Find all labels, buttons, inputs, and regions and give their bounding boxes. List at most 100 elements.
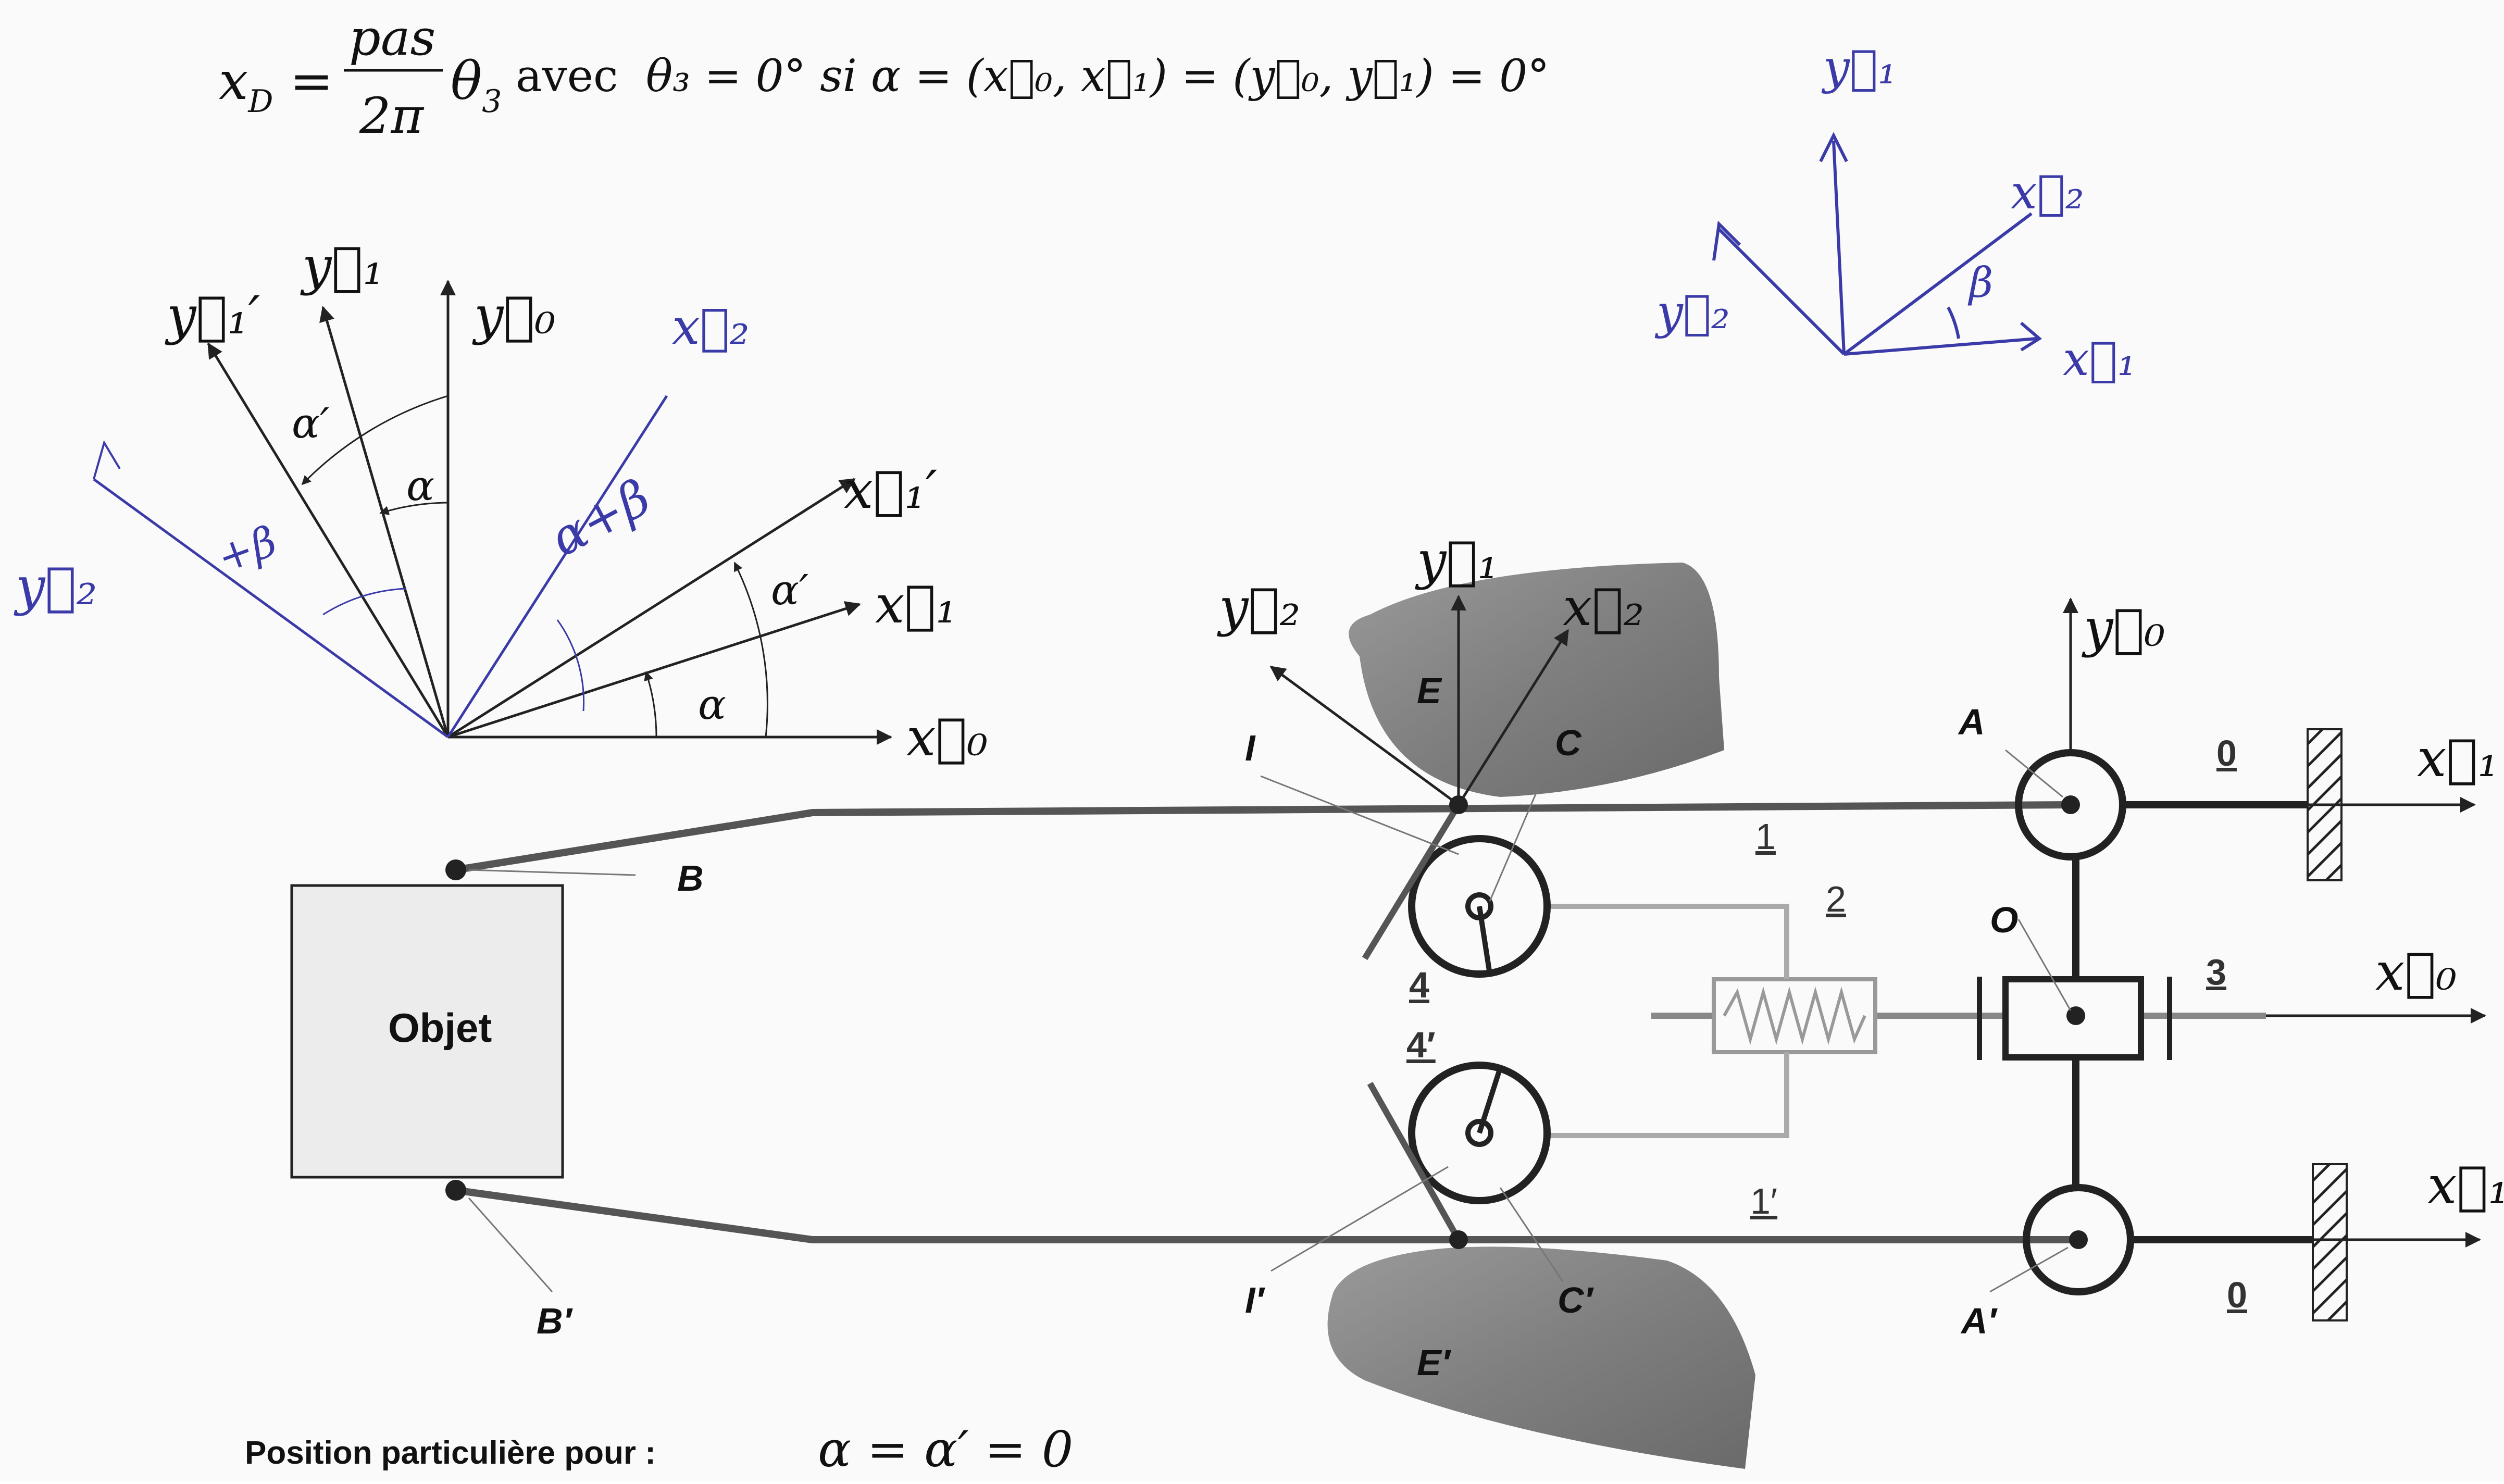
spring-coil [1723,986,1866,1045]
pivot-Bp [445,1180,466,1201]
footer-condition: α = α′ = 0 [818,1421,1073,1478]
leader-O [2017,919,2072,1011]
part-4p: 4′ [1406,1025,1436,1065]
hw-label-x2: x⃗₂ [672,298,750,356]
hw-label-ab: α+β [541,469,659,568]
label-x1: x⃗₁ [875,574,957,635]
sketch-axis-y1 [1832,140,1846,355]
sketch-label-x1: x⃗₁ [2063,332,2136,386]
part-0-top: 0 [2216,733,2237,774]
roller-4p-hub [1465,1119,1493,1147]
sketch-arc-beta [1947,306,1960,339]
part-1p: 1′ [1750,1181,1777,1221]
leader-A [2005,749,2063,798]
label-alpha-y: α [406,462,434,510]
spring-link-bottom [1511,1052,1789,1138]
mech-label-x1p-right: x⃗₁′ [2427,1155,2504,1216]
label-x1p: x⃗₁′ [844,459,937,520]
part-4: 4 [1409,965,1429,1005]
axis-x2-mech [1457,629,1569,806]
hw-arc-beta [322,588,407,616]
sketch-axis-y2 [1717,228,1846,356]
leader-Ip [1270,1166,1449,1272]
mech-label-Ep: E′ [1417,1342,1452,1383]
axis-x1p [447,478,856,739]
svg-text:θ3: θ3 [451,51,502,120]
formula-condition: θ₃ = 0° si α = (x⃗₀, x⃗₁) = (y⃗₀, y⃗₁) =… [646,51,1550,102]
sketch-label-beta: β [1967,258,1993,307]
top-frame-diagram: y⃗₁′ y⃗₁ y⃗₀ x⃗₁′ x⃗₁ x⃗₀ α α′ α α′ y⃗₂ … [14,235,988,768]
footer-label: Position particulière pour : [245,1435,656,1471]
hw-axis-y2 [93,478,449,739]
mechanism: Objet [290,530,2504,1469]
objet-box [290,884,564,1179]
finger-bottom [1327,1246,1755,1469]
axis-x1 [447,601,861,739]
arc-alpha-y [379,502,449,515]
roller-4p-spoke [1477,1067,1503,1134]
label-alphap-x: α′ [771,566,808,614]
arc-alphap-y [301,395,449,485]
arm-1p [455,1187,2073,1243]
label-alpha-x: α [698,680,726,729]
mech-label-Bp: B′ [537,1301,574,1341]
part-1: 1 [1755,816,1776,857]
formula-frac-num: pas [349,9,435,67]
sketch-arrow-y2 [1712,220,1741,261]
mech-label-y2: y⃗₂ [1217,577,1301,638]
mech-label-Ap: A′ [1960,1301,1998,1341]
axis-y1 [319,306,450,738]
mech-label-y1: y⃗₁ [1415,530,1499,591]
label-y0: y⃗₀ [472,285,556,346]
part-3: 3 [2206,952,2226,992]
arc-alphap-x [733,562,768,738]
part-0-bottom: 0 [2227,1275,2247,1315]
hw-axis-x2 [446,395,668,738]
objet-label: Objet [388,1005,492,1051]
label-x0: x⃗₀ [906,707,988,768]
pivot-B [445,859,466,880]
sketch-arrow-y1 [1819,132,1848,163]
sketch-label-y1: y⃗₁ [1821,40,1897,95]
sketch-label-x2: x⃗₂ [2011,165,2084,220]
point-O [2066,1006,2085,1025]
joint-A-center [2061,795,2080,814]
part-2: 2 [1826,879,1846,919]
formula-avec: avec [516,51,618,102]
mech-label-O: O [1990,900,2018,940]
mech-label-x0-right: x⃗₀ [2375,941,2457,1002]
leader-C [1489,755,1553,902]
leader-Cp [1499,1187,1564,1282]
mech-label-C: C [1555,722,1582,763]
sketch-label-y2: y⃗₂ [1654,285,1730,340]
hw-arrow-y2 [93,440,121,480]
sketch-axis-x1 [1843,337,2037,356]
formula-lhs-sub: D [247,83,273,120]
mech-label-A: A [1958,702,1985,742]
svg-text:xD =: xD = [219,51,333,120]
hw-sketch [1712,132,2042,356]
leader-Ap [1989,1246,2069,1293]
mech-label-Ip: I′ [1245,1280,1265,1320]
label-y1p: y⃗₁′ [165,285,260,346]
formula-lhs: x [219,51,248,111]
roller-4-spoke [1477,906,1492,975]
joint-Ap-center [2069,1230,2088,1249]
leader-I [1260,775,1459,855]
hw-label-y2: y⃗₂ [14,556,97,617]
axis-y1p [207,342,450,738]
spring-link-top [1511,904,1789,979]
lever-I [1362,803,1462,961]
formula-theta: θ [451,51,482,111]
mech-label-I: I [1245,728,1256,768]
mech-label-x1-right: x⃗₁ [2417,728,2499,789]
point-Ep [1449,1230,1468,1249]
arm-1 [455,801,2074,874]
formula: xD = pas 2π θ3 avec θ₃ = 0° si α = (x⃗₀,… [219,9,1550,145]
lever-Ip [1367,1082,1462,1241]
mech-label-y0: y⃗₀ [2082,597,2165,658]
formula-theta-sub: 3 [482,83,502,120]
mech-label-B: B [677,858,704,899]
